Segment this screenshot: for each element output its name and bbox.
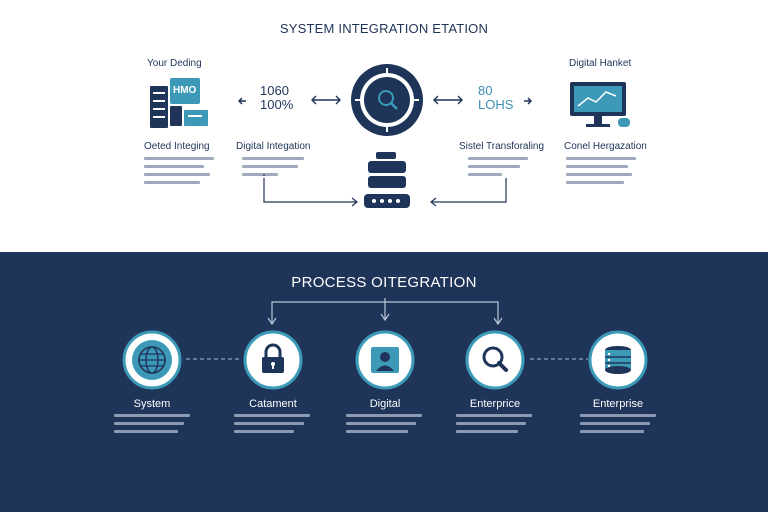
stat-left-value: 1060 [260,83,289,98]
search-icon[interactable] [465,330,525,390]
database-stack-icon [364,152,410,208]
stat-right-value: 80 [478,83,493,98]
monitor-badge: HMO [173,85,197,96]
caption-sistel: Sistel Transforaling [459,141,545,152]
globe-icon[interactable] [122,330,182,390]
stat-left-percent: 100% [260,97,294,112]
process-connectors [267,298,503,326]
left-header: Your Deding [147,58,202,69]
right-header: Digital Hanket [569,58,632,69]
dashed-links [186,358,588,360]
user-icon[interactable] [355,330,415,390]
caption-oeted: Oeted Integing [144,141,210,152]
text-lines [566,157,636,189]
text-lines [346,414,422,438]
stat-right-unit: LOHS [478,97,514,112]
top-title: SYSTEM INTEGRATION ETATION [279,21,489,36]
text-lines [144,157,214,189]
double-arrow-icon-2 [433,95,463,105]
text-lines [456,414,532,438]
text-lines [242,157,304,181]
text-lines [234,414,310,438]
caption-digital-integation: Digital Integation [236,141,311,152]
server-monitor-icon [150,78,208,128]
node-label-system: System [133,398,171,410]
node-label-digital: Digital [369,398,401,410]
node-label-catament: Catament [249,398,297,410]
connector-lines [263,174,507,207]
text-lines [580,414,656,438]
hub-target-icon [351,64,423,136]
caption-conel: Conel Hergazation [564,141,647,152]
text-lines [114,414,190,438]
monitor-chart-icon [570,82,630,127]
node-label-enterprise: Enterprise [592,398,644,410]
lock-icon[interactable] [243,330,303,390]
text-lines [468,157,528,181]
arrow-right-icon [524,97,533,105]
database-icon[interactable] [588,330,648,390]
arrow-left-icon [237,97,246,105]
node-label-enterprice: Enterprice [469,398,521,410]
double-arrow-icon [311,95,341,105]
bottom-title: PROCESS OITEGRATION [291,274,477,291]
